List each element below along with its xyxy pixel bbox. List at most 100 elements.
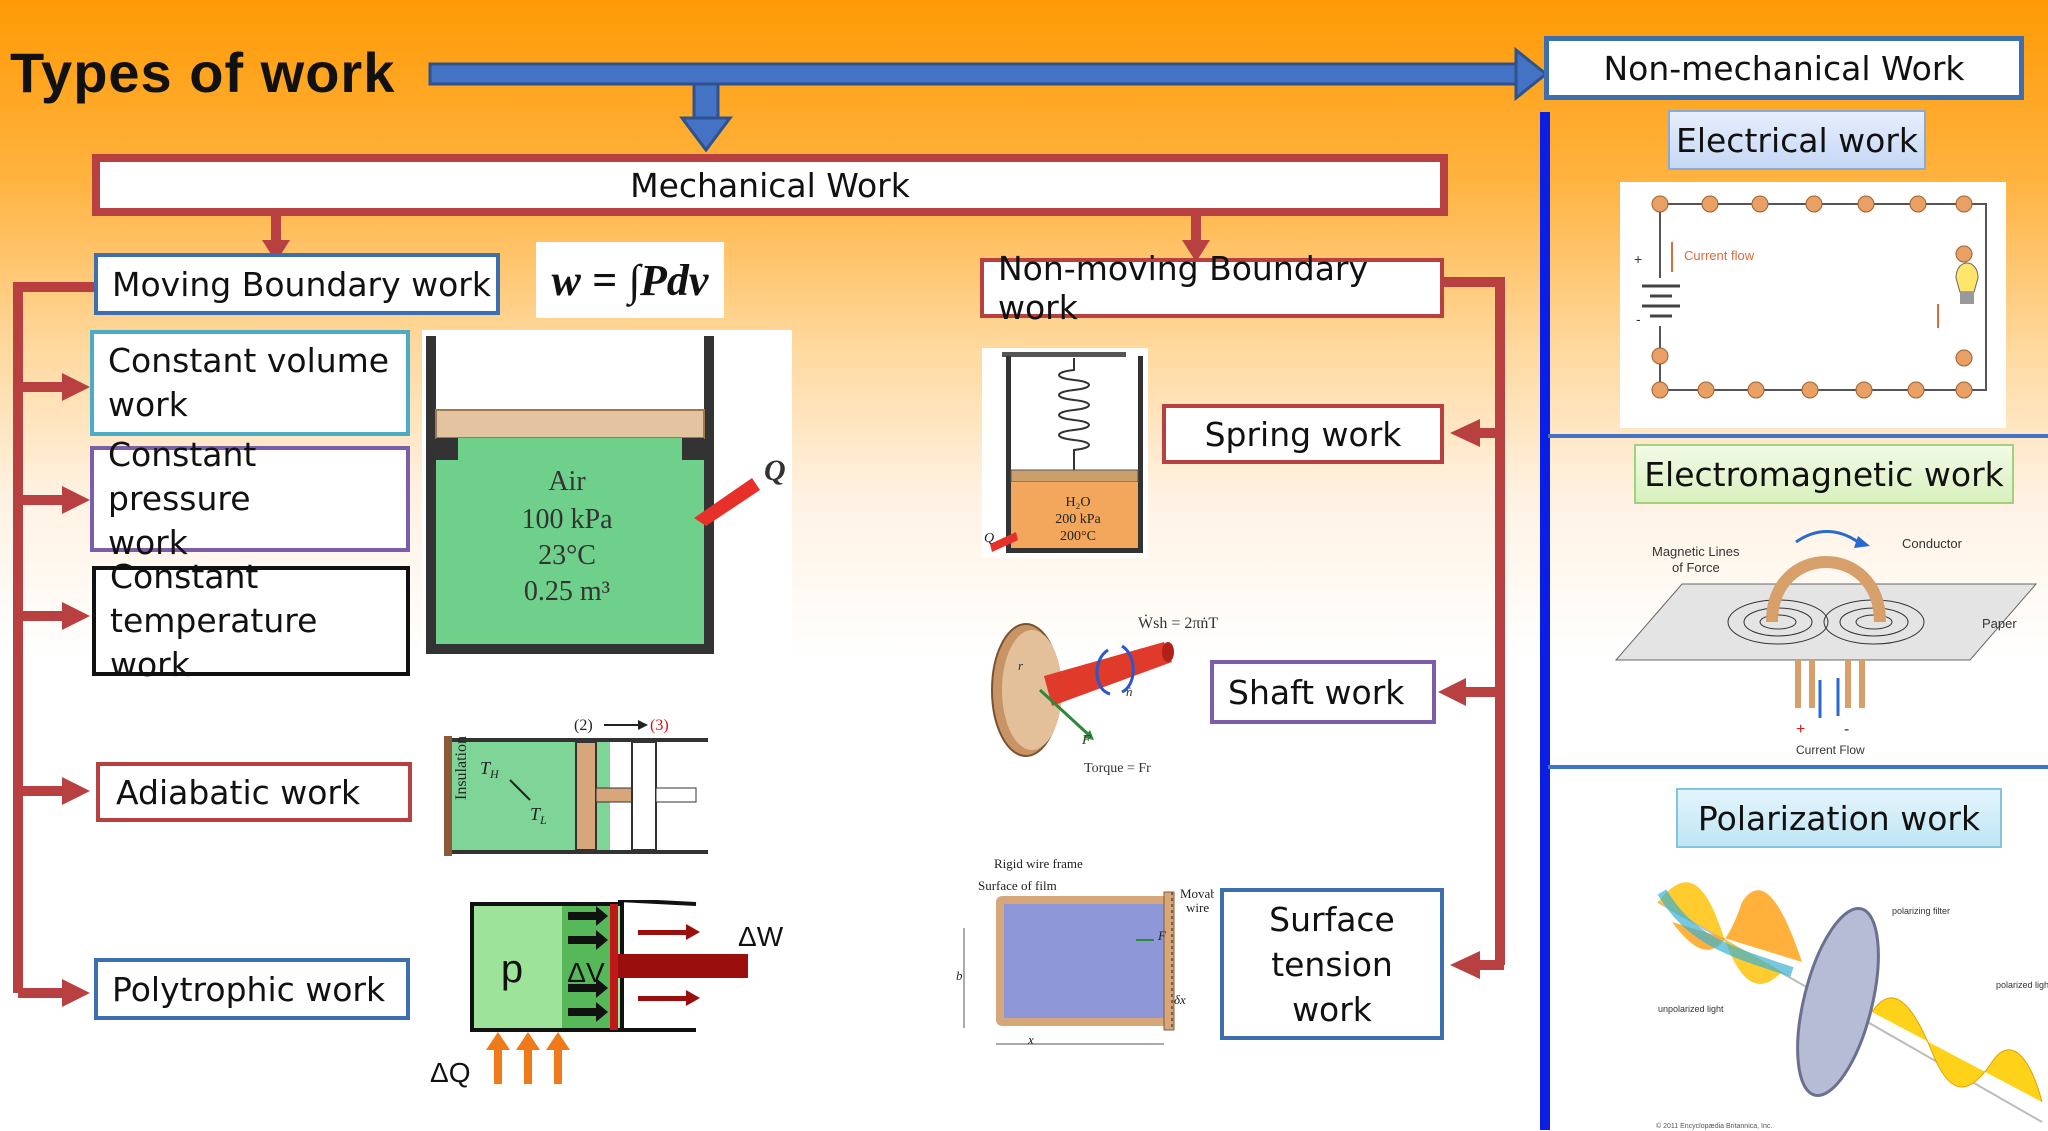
piston-volume-label: 0.25 m³ — [524, 576, 610, 607]
left-branch-arrows — [18, 373, 90, 1007]
pol-polarized-label: polarized light — [1996, 980, 2048, 990]
surface-wire-label: wire — [1186, 900, 1209, 915]
right-branch-arrows — [1438, 419, 1504, 979]
adiabatic-box: Adiabatic work — [96, 762, 412, 822]
left-bracket — [13, 282, 95, 993]
right-bracket — [1444, 277, 1505, 965]
surface-film-label: Surface of film — [978, 878, 1057, 893]
elec-plus-label: + — [1634, 251, 1642, 267]
electromagnetic-figure: Magnetic Lines of Force Conductor Paper … — [1614, 530, 2038, 757]
pol-copyright-label: © 2011 Encyclopædia Britannica, Inc. — [1656, 1122, 1772, 1130]
polytropic-box: Polytrophic work — [94, 958, 410, 1020]
elec-minus-label: - — [1636, 311, 1641, 327]
constant-volume-line1: Constant volume — [108, 341, 390, 380]
shaft-torque-label: Torque = Fr — [1084, 761, 1151, 776]
mechanical-box: Mechanical Work — [92, 154, 1448, 216]
electrical-figure: Current flow + - — [1620, 182, 2006, 428]
non-mechanical-box: Non-mechanical Work — [1544, 36, 2024, 100]
surface-dx-label: δx — [1174, 992, 1186, 1007]
electromagnetic-work-label: Electromagnetic work — [1644, 454, 2004, 494]
tl-main: T — [530, 804, 542, 824]
shaft-work-box: Shaft work — [1210, 660, 1436, 724]
pol-filter-label: polarizing filter — [1892, 906, 1950, 916]
surface-frame-label: Rigid wire frame — [994, 856, 1083, 871]
surface-tension-line1: Surface — [1269, 899, 1395, 939]
polarization-work-label: Polarization work — [1697, 798, 1981, 838]
shaft-n-label: ṅ — [1126, 684, 1133, 699]
em-minus-label: - — [1844, 721, 1849, 738]
shaft-r-label: r — [1018, 658, 1024, 673]
surface-tension-box: Surface tension work — [1220, 888, 1444, 1040]
constant-temperature-line2: temperature work — [110, 601, 318, 684]
adiabatic-figure: Insulation TH TL (2) (3) — [444, 717, 708, 856]
constant-pressure-box: Constant pressure work — [90, 435, 410, 562]
non-mechanical-label: Non-mechanical Work — [1603, 48, 1965, 88]
constant-temperature-line1: Constant — [110, 557, 259, 596]
em-magnetic-label: Magnetic Lines — [1652, 544, 1740, 559]
electrical-work-label: Electrical work — [1675, 120, 1919, 160]
surface-b-label: b — [956, 968, 963, 983]
spring-fluid-label: H₂O — [1065, 495, 1090, 510]
non-moving-boundary-box: Non-moving Boundary work — [980, 249, 1444, 327]
main-arrow — [428, 46, 1549, 153]
em-plus-label: + — [1796, 721, 1805, 738]
spring-figure: H₂O 200 kPa 200°C Q — [982, 348, 1148, 558]
surface-tension-line2: tension — [1271, 944, 1393, 984]
piston-gas-label: Air — [548, 466, 586, 497]
mech-down-arrows — [262, 212, 1210, 262]
formula-box: w = ∫Pdv — [536, 242, 724, 318]
divider-bar — [1540, 112, 1550, 1130]
surface-movable-label: Movable — [1180, 886, 1214, 901]
tl-sub: L — [539, 813, 547, 827]
spring-pressure-label: 200 kPa — [1055, 512, 1101, 527]
surface-x-label: x — [1027, 1032, 1034, 1047]
elec-current-label: Current flow — [1684, 248, 1755, 263]
th-main: T — [480, 758, 492, 778]
state-3-label: (3) — [650, 717, 669, 734]
constant-pressure-line1: Constant pressure — [108, 435, 257, 518]
poly-dw-label: ΔW — [738, 921, 784, 952]
shaft-work-label: Shaft work — [1228, 672, 1405, 712]
surface-figure: Rigid wire frame Surface of film Movable… — [956, 856, 1214, 1047]
surface-f-label: F — [1157, 928, 1167, 943]
electromagnetic-work-tag: Electromagnetic work — [1634, 444, 2014, 504]
constant-pressure-line2: work — [108, 523, 188, 562]
spring-temp-label: 200°C — [1060, 529, 1096, 544]
shaft-figure: Ẇsh = 2πṅT F r ṅ Torque = Fr — [991, 614, 1218, 776]
piston-heat-label: Q — [764, 454, 786, 487]
piston-figure: Air 100 kPa 23°C 0.25 m³ Q — [422, 330, 792, 660]
insulation-label: Insulation — [453, 736, 470, 800]
constant-volume-box: Constant volume work — [90, 330, 410, 436]
spring-work-box: Spring work — [1162, 404, 1444, 464]
piston-temp-label: 23°C — [538, 540, 596, 571]
pol-unpolarized-label: unpolarized light — [1658, 1004, 1724, 1014]
tl-label: TL — [530, 804, 547, 827]
em-conductor-label: Conductor — [1902, 536, 1963, 551]
surface-tension-line3: work — [1292, 989, 1372, 1029]
formula-text: w = ∫Pdv — [551, 255, 709, 305]
moving-boundary-box: Moving Boundary work — [94, 253, 500, 315]
electrical-work-tag: Electrical work — [1668, 110, 1926, 170]
em-current-label: Current Flow — [1796, 743, 1865, 757]
constant-temperature-box: Constant temperature work — [92, 557, 410, 684]
constant-volume-line2: work — [108, 385, 188, 424]
mechanical-label: Mechanical Work — [630, 165, 910, 205]
polytropic-figure: p ΔV ΔW ΔQ — [430, 900, 784, 1088]
polarization-figure: polarizing filter unpolarized light pola… — [1656, 882, 2048, 1130]
non-moving-boundary-label: Non-moving Boundary work — [998, 249, 1369, 327]
th-label: TH — [480, 758, 500, 781]
polarization-work-tag: Polarization work — [1676, 788, 2002, 848]
poly-p-label: p — [501, 947, 523, 991]
piston-pressure-label: 100 kPa — [522, 504, 614, 535]
em-paper-label: Paper — [1982, 616, 2017, 631]
polytropic-label: Polytrophic work — [112, 969, 386, 1009]
th-sub: H — [489, 767, 500, 781]
em-force-label: of Force — [1672, 560, 1720, 575]
page-title: Types of work — [10, 41, 396, 104]
adiabatic-label: Adiabatic work — [116, 772, 361, 812]
poly-dv-label: ΔV — [567, 957, 605, 988]
shaft-f-label: F — [1081, 733, 1091, 748]
spring-heat-label: Q — [984, 531, 994, 546]
moving-boundary-label: Moving Boundary work — [112, 264, 491, 304]
